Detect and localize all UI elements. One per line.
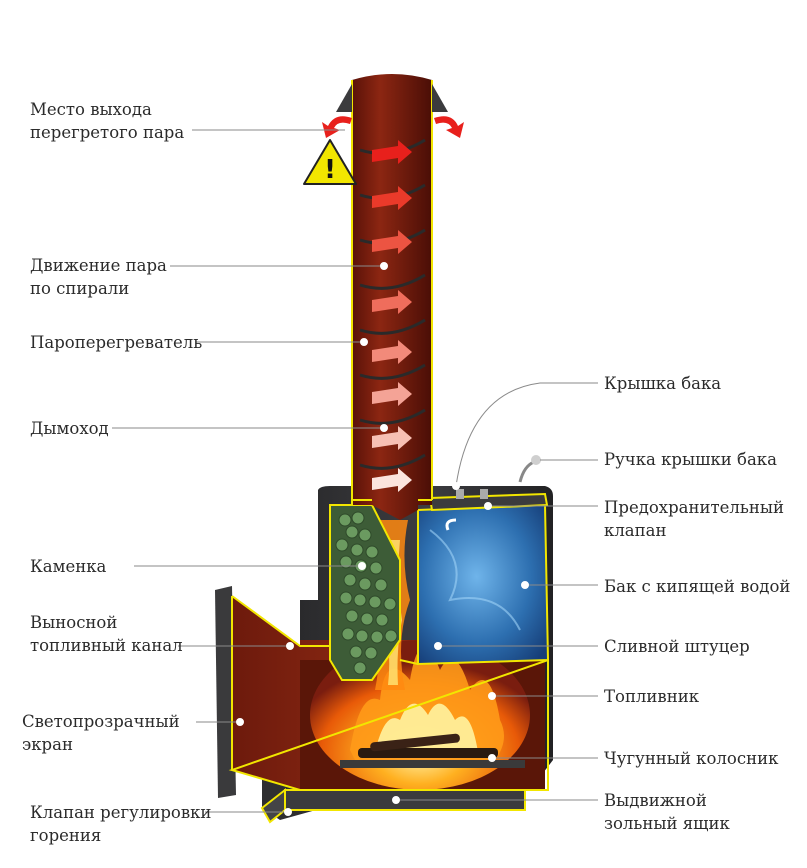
label-superheater-line1: Пароперегреватель [30,333,203,352]
label-tank-lid-handle-line1: Ручка крышки бака [604,450,777,469]
label-steam-exit-line2: перегретого пара [30,123,185,142]
label-safety-valve: Предохранительный клапан [604,496,784,542]
warning-symbol: ! [324,155,336,185]
label-tank-lid-handle: Ручка крышки бака [604,448,777,471]
label-stone-chamber-line1: Каменка [30,557,107,576]
label-cast-iron-grate: Чугунный колосник [604,747,778,770]
leader-dots [236,262,529,816]
label-steam-exit: Место выхода перегретого пара [30,98,184,144]
warning-icon: ! [303,139,357,185]
label-chimney-line1: Дымоход [30,419,109,438]
label-combustion-valve-line1: Клапан регулировки [30,803,212,822]
firebox-outline [228,595,549,791]
label-steam-exit-line1: Место выхода [30,100,152,119]
label-spiral-motion-line2: по спирали [30,279,130,298]
label-stone-chamber: Каменка [30,555,106,578]
label-combustion-valve: Клапан регулировки горения [30,801,211,847]
label-combustion-valve-line2: горения [30,826,102,845]
label-cast-iron-grate-line1: Чугунный колосник [604,749,779,768]
label-ash-drawer-line2: зольный ящик [604,814,730,833]
label-tank-lid: Крышка бака [604,372,721,395]
label-safety-valve-line2: клапан [604,521,667,540]
label-safety-valve-line1: Предохранительный [604,498,784,517]
label-chimney: Дымоход [30,417,109,440]
label-transparent-screen-line2: экран [22,735,73,754]
label-tank-lid-line1: Крышка бака [604,374,722,393]
label-ash-drawer-line1: Выдвижной [604,791,707,810]
label-drain-fitting: Сливной штуцер [604,635,750,658]
label-boiling-tank: Бак с кипящей водой [604,575,790,598]
water-tank [417,455,550,666]
label-remote-fuel-channel-line1: Выносной [30,613,118,632]
label-drain-fitting-line1: Сливной штуцер [604,637,750,656]
label-transparent-screen-line1: Светопрозрачный [22,712,180,731]
label-spiral-motion: Движение пара по спирали [30,254,167,300]
label-firebox: Топливник [604,685,699,708]
label-spiral-motion-line1: Движение пара [30,256,167,275]
label-remote-fuel-channel-line2: топливный канал [30,636,183,655]
steam-flow-arrows [322,116,464,492]
label-transparent-screen: Светопрозрачный экран [22,710,180,756]
stone-chamber [329,504,401,681]
label-remote-fuel-channel: Выносной топливный канал [30,611,183,657]
label-firebox-line1: Топливник [604,687,700,706]
label-boiling-tank-line1: Бак с кипящей водой [604,577,791,596]
label-ash-drawer: Выдвижной зольный ящик [604,789,730,835]
label-superheater: Пароперегреватель [30,331,202,354]
leader-lines [112,129,598,813]
